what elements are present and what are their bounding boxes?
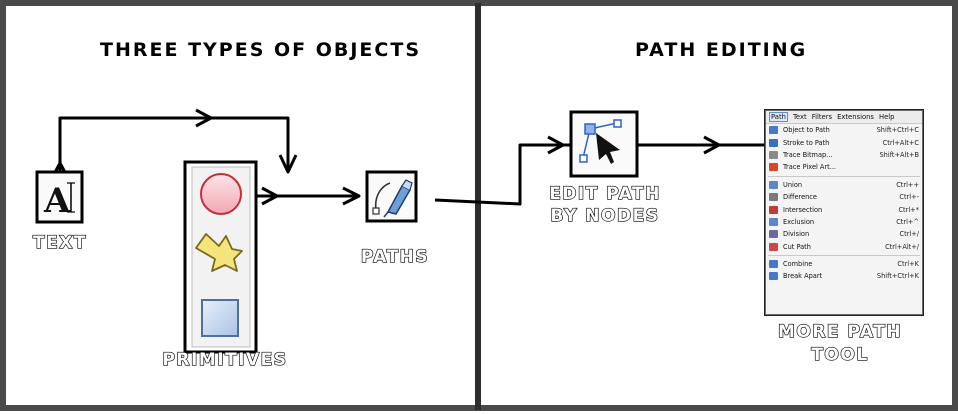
menu-item-difference[interactable]: Difference Ctrl+- (766, 191, 922, 203)
menu-item-shortcut: Shift+Ctrl+K (876, 272, 919, 281)
star-icon (195, 233, 243, 272)
menu-item-shortcut: Ctrl+Alt+C (882, 138, 919, 147)
menu-item-cut-path[interactable]: Cut Path Ctrl+Alt+/ (766, 241, 922, 253)
menu-item-shortcut: Ctrl+/ (899, 230, 919, 239)
combine-icon (769, 260, 778, 269)
menu-item-shortcut: Ctrl+* (898, 205, 919, 214)
left-section-title: THREE TYPES OF OBJECTS (100, 39, 422, 61)
menu-item-label: Cut Path (783, 242, 811, 251)
circle-icon (200, 173, 242, 215)
intersection-icon (769, 205, 778, 214)
primitives-panel (183, 160, 258, 354)
square-icon (201, 299, 239, 337)
menu-item-trace-bitmap[interactable]: Trace Bitmap... Shift+Alt+B (766, 149, 922, 161)
arrow-text-to-paths (58, 116, 290, 172)
menu-separator (768, 175, 920, 177)
division-icon (769, 230, 778, 239)
paths-label: PATHS (360, 246, 430, 267)
menu-item-label: Exclusion (783, 217, 815, 226)
menu-item-shortcut: Shift+Ctrl+C (876, 126, 919, 135)
arrowhead-down (278, 154, 298, 174)
menu-separator (768, 254, 920, 256)
menu-item-shortcut: Ctrl+^ (896, 217, 919, 226)
menu-item-exclusion[interactable]: Exclusion Ctrl+^ (766, 216, 922, 228)
menu-bar: Path Text Filters Extensions Help (766, 111, 922, 124)
menu-item-label: Break Apart (783, 272, 823, 281)
menu-item-label: Object to Path (783, 126, 830, 135)
pen-tool-icon (365, 170, 418, 223)
menu-item-label: Union (783, 180, 803, 189)
object-to-path-icon (769, 126, 778, 135)
menu-item-intersection[interactable]: Intersection Ctrl+* (766, 203, 922, 215)
menu-item-label: Trace Bitmap... (783, 150, 833, 159)
menu-item-stroke-to-path[interactable]: Stroke to Path Ctrl+Alt+C (766, 136, 922, 148)
arrowhead-to-menu (703, 135, 721, 155)
menu-item-object-to-path[interactable]: Object to Path Shift+Ctrl+C (766, 124, 922, 136)
menu-item-shortcut: Shift+Alt+B (879, 150, 920, 159)
union-icon (769, 180, 778, 189)
more-path-label-line2: TOOL (811, 344, 869, 365)
primitives-label: PRIMITIVES (162, 349, 288, 370)
menu-item-label: Division (783, 230, 810, 239)
menu-item-shortcut: Ctrl+K (897, 260, 919, 269)
stroke-to-path-icon (769, 138, 778, 147)
menu-item-label: Stroke to Path (783, 138, 830, 147)
menu-item-trace-pixel-art[interactable]: Trace Pixel Art... (766, 161, 922, 173)
text-label: TEXT (32, 232, 87, 253)
difference-icon (769, 193, 778, 202)
menu-item-label: Combine (783, 260, 813, 269)
trace-pixel-art-icon (769, 163, 778, 172)
exclusion-icon (769, 217, 778, 226)
menu-item-shortcut: Ctrl++ (896, 180, 919, 189)
path-menu: Path Text Filters Extensions Help Object… (765, 110, 923, 315)
more-path-label-line1: MORE PATH (777, 321, 903, 342)
menu-item-combine[interactable]: Combine Ctrl+K (766, 258, 922, 270)
arrowhead-to-paths (342, 186, 361, 206)
arrow-paths-to-edit (434, 143, 570, 206)
menu-bar-extensions[interactable]: Extensions (837, 113, 874, 121)
cut-path-icon (769, 242, 778, 251)
menu-item-union[interactable]: Union Ctrl++ (766, 179, 922, 191)
menu-item-label: Trace Pixel Art... (783, 163, 837, 172)
menu-bar-help[interactable]: Help (878, 113, 895, 121)
right-section-title: PATH EDITING (635, 39, 808, 61)
trace-bitmap-icon (769, 150, 778, 159)
menu-item-shortcut: Ctrl+Alt+/ (885, 242, 919, 251)
menu-item-break-apart[interactable]: Break Apart Shift+Ctrl+K (766, 270, 922, 282)
menu-bar-path[interactable]: Path (769, 112, 788, 122)
text-tool-icon: A (35, 170, 84, 224)
menu-bar-filters[interactable]: Filters (811, 113, 833, 121)
edit-path-label-line2: BY NODES (550, 205, 660, 226)
menu-bar-text[interactable]: Text (792, 113, 807, 121)
arrowhead-primitives (261, 186, 279, 206)
break-apart-icon (769, 272, 778, 281)
menu-item-division[interactable]: Division Ctrl+/ (766, 228, 922, 240)
menu-item-shortcut: Ctrl+- (899, 193, 919, 202)
arrowhead-to-edit (547, 135, 565, 155)
menu-item-label: Intersection (783, 205, 823, 214)
svg-text:A: A (43, 181, 71, 221)
arrowhead-top-right (195, 108, 213, 128)
menu-item-label: Difference (783, 193, 817, 202)
node-editor-icon (569, 110, 639, 178)
edit-path-label-line1: EDIT PATH (549, 183, 661, 204)
